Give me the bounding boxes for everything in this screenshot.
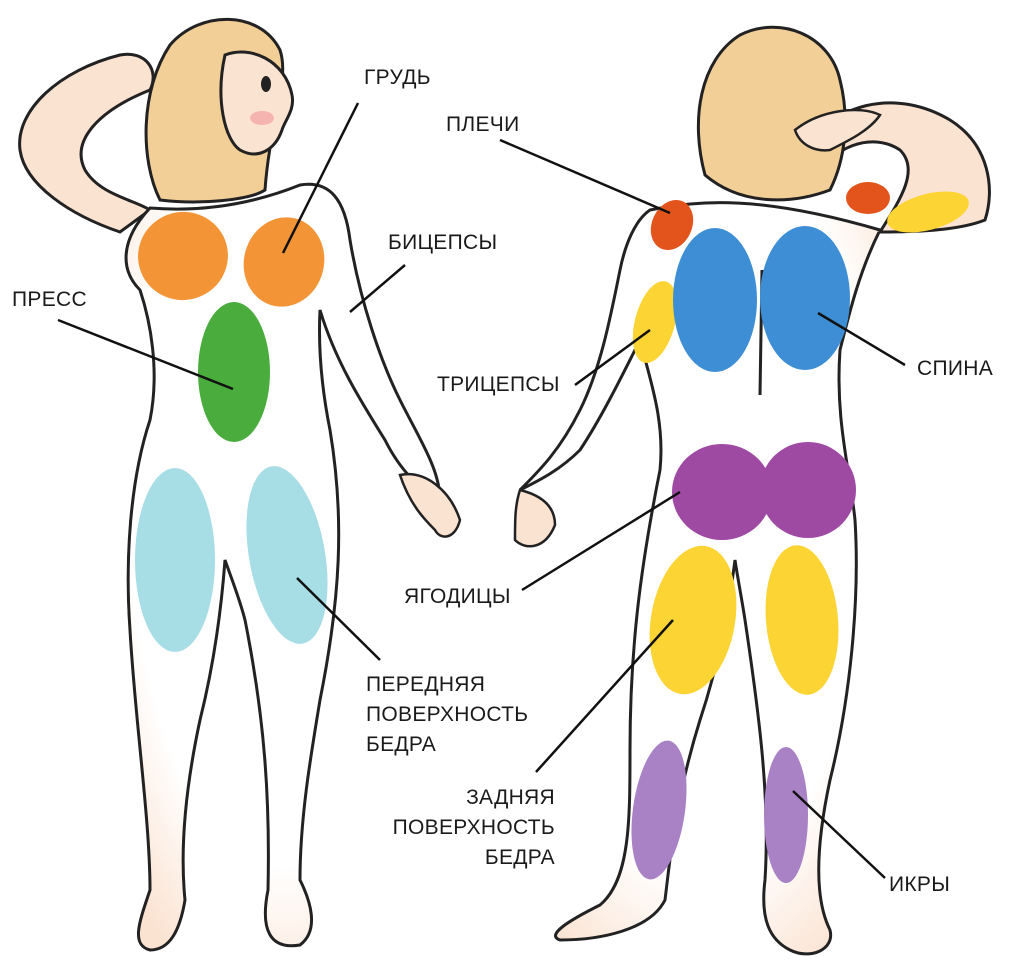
label-back-thigh-line1: ЗАДНЯЯ (385, 783, 555, 813)
label-triceps: ТРИЦЕПСЫ (437, 370, 560, 400)
label-abs: ПРЕСС (12, 285, 87, 315)
label-calves: ИКРЫ (889, 870, 950, 900)
calf-right-shape (764, 747, 808, 883)
front-raised-arm (20, 54, 154, 232)
shoulder-right-shape (846, 182, 890, 214)
label-front-thigh-line3: БЕДРА (366, 730, 528, 760)
label-back-thigh-line2: ПОВЕРХНОСТЬ (385, 813, 555, 843)
back-left-shape (673, 228, 757, 372)
back-figure (515, 27, 989, 954)
leader-shoulders (500, 140, 670, 213)
front-hand (400, 474, 460, 536)
label-front-thigh-line2: ПОВЕРХНОСТЬ (366, 700, 528, 730)
label-chest: ГРУДЬ (364, 63, 431, 93)
glutes-left-shape (672, 444, 772, 540)
label-front-thigh: ПЕРЕДНЯЯ ПОВЕРХНОСТЬ БЕДРА (366, 670, 528, 760)
label-biceps: БИЦЕПСЫ (388, 228, 497, 258)
front-thigh-left-shape (135, 468, 215, 652)
label-glutes: ЯГОДИЦЫ (404, 582, 511, 612)
front-eye (261, 76, 271, 92)
label-back-thigh: ЗАДНЯЯ ПОВЕРХНОСТЬ БЕДРА (385, 783, 555, 873)
back-hair (698, 27, 845, 200)
label-front-thigh-line1: ПЕРЕДНЯЯ (366, 670, 528, 700)
label-shoulders: ПЛЕЧИ (446, 110, 519, 140)
back-right-shape (760, 226, 850, 370)
label-back: СПИНА (917, 354, 993, 384)
glutes-right-shape (760, 442, 856, 538)
back-lower-hand (515, 490, 555, 546)
abs-shape (198, 302, 270, 442)
label-back-thigh-line3: БЕДРА (385, 843, 555, 873)
